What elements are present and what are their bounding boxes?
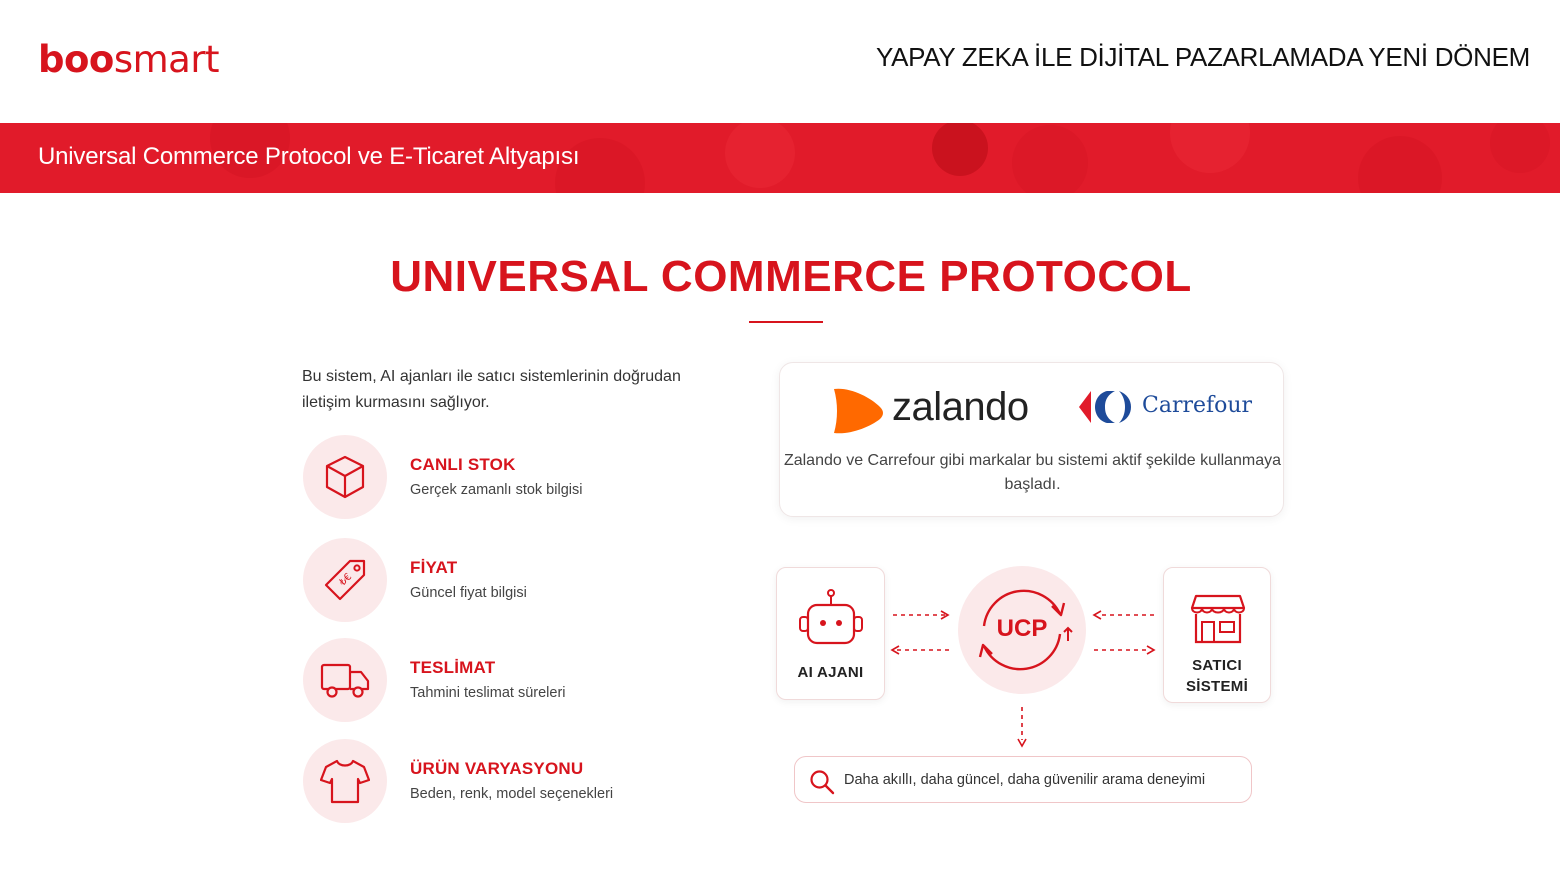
feature-live-stock: CANLI STOK Gerçek zamanlı stok bilgisi <box>303 435 703 519</box>
brand-caption: Zalando ve Carrefour gibi markalar bu si… <box>783 452 1282 493</box>
price-tag-icon: ₺€ <box>324 559 366 601</box>
seller-system-label-line2: SİSTEMİ <box>1185 678 1249 695</box>
ucp-node: UCP <box>958 566 1086 694</box>
ai-agent-label: AI AJANI <box>797 664 864 681</box>
seller-system-label-line1: SATICI <box>1192 657 1242 674</box>
logo-light-text: smart <box>113 38 220 81</box>
title-divider <box>749 321 823 323</box>
carrefour-wordmark: Carrefour <box>1142 393 1253 418</box>
main-title: UNIVERSAL COMMERCE PROTOCOL <box>390 252 1192 301</box>
robot-icon <box>799 589 863 645</box>
carrefour-logo-icon <box>1079 391 1131 423</box>
intro-text: Bu sistem, AI ajanları ile satıcı sistem… <box>302 368 681 411</box>
feature-desc: Gerçek zamanlı stok bilgisi <box>410 482 583 498</box>
feature-product-variation: ÜRÜN VARYASYONU Beden, renk, model seçen… <box>303 739 703 823</box>
section-band: Universal Commerce Protocol ve E-Ticaret… <box>0 123 1560 193</box>
zalando-wordmark: zalando <box>892 385 1029 429</box>
feature-title: ÜRÜN VARYASYONU <box>410 759 584 778</box>
ai-agent-node: AI AJANI <box>776 567 885 700</box>
delivery-truck-icon-circle <box>303 638 387 722</box>
cycle-arrows-icon <box>978 589 1073 671</box>
feature-price: ₺€ FİYAT Güncel fiyat bilgisi <box>303 538 703 622</box>
store-icon <box>1190 594 1246 644</box>
header-title: YAPAY ZEKA İLE DİJİTAL PAZARLAMADA YENİ … <box>875 42 1530 72</box>
ucp-label: UCP <box>996 615 1048 642</box>
feature-title: TESLİMAT <box>410 658 496 677</box>
search-icon <box>810 770 835 795</box>
logo-bold-text: boo <box>38 38 114 81</box>
feature-desc: Beden, renk, model seçenekleri <box>410 786 614 802</box>
price-tag-icon-circle: ₺€ <box>303 538 387 622</box>
band-title: Universal Commerce Protocol ve E-Ticaret… <box>38 143 580 170</box>
result-search-bar: Daha akıllı, daha güncel, daha güvenilir… <box>794 756 1252 803</box>
seller-system-node: SATICI SİSTEMİ <box>1163 567 1271 703</box>
feature-title: FİYAT <box>410 558 458 577</box>
feature-desc: Güncel fiyat bilgisi <box>410 585 527 601</box>
tshirt-icon-circle <box>303 739 387 823</box>
feature-delivery: TESLİMAT Tahmini teslimat süreleri <box>303 638 703 722</box>
box-icon-circle <box>303 435 387 519</box>
delivery-truck-icon <box>320 663 370 698</box>
zalando-logo-icon <box>834 388 883 434</box>
brand-card: zalando Carrefour Zalando ve Carrefour g… <box>779 362 1284 517</box>
feature-desc: Tahmini teslimat süreleri <box>410 685 566 701</box>
band-pattern <box>210 123 1550 193</box>
box-icon <box>325 455 365 499</box>
tshirt-icon <box>320 759 370 804</box>
feature-title: CANLI STOK <box>410 455 516 474</box>
result-text: Daha akıllı, daha güncel, daha güvenilir… <box>844 772 1206 788</box>
boosmart-logo[interactable]: boosmart <box>38 38 220 81</box>
